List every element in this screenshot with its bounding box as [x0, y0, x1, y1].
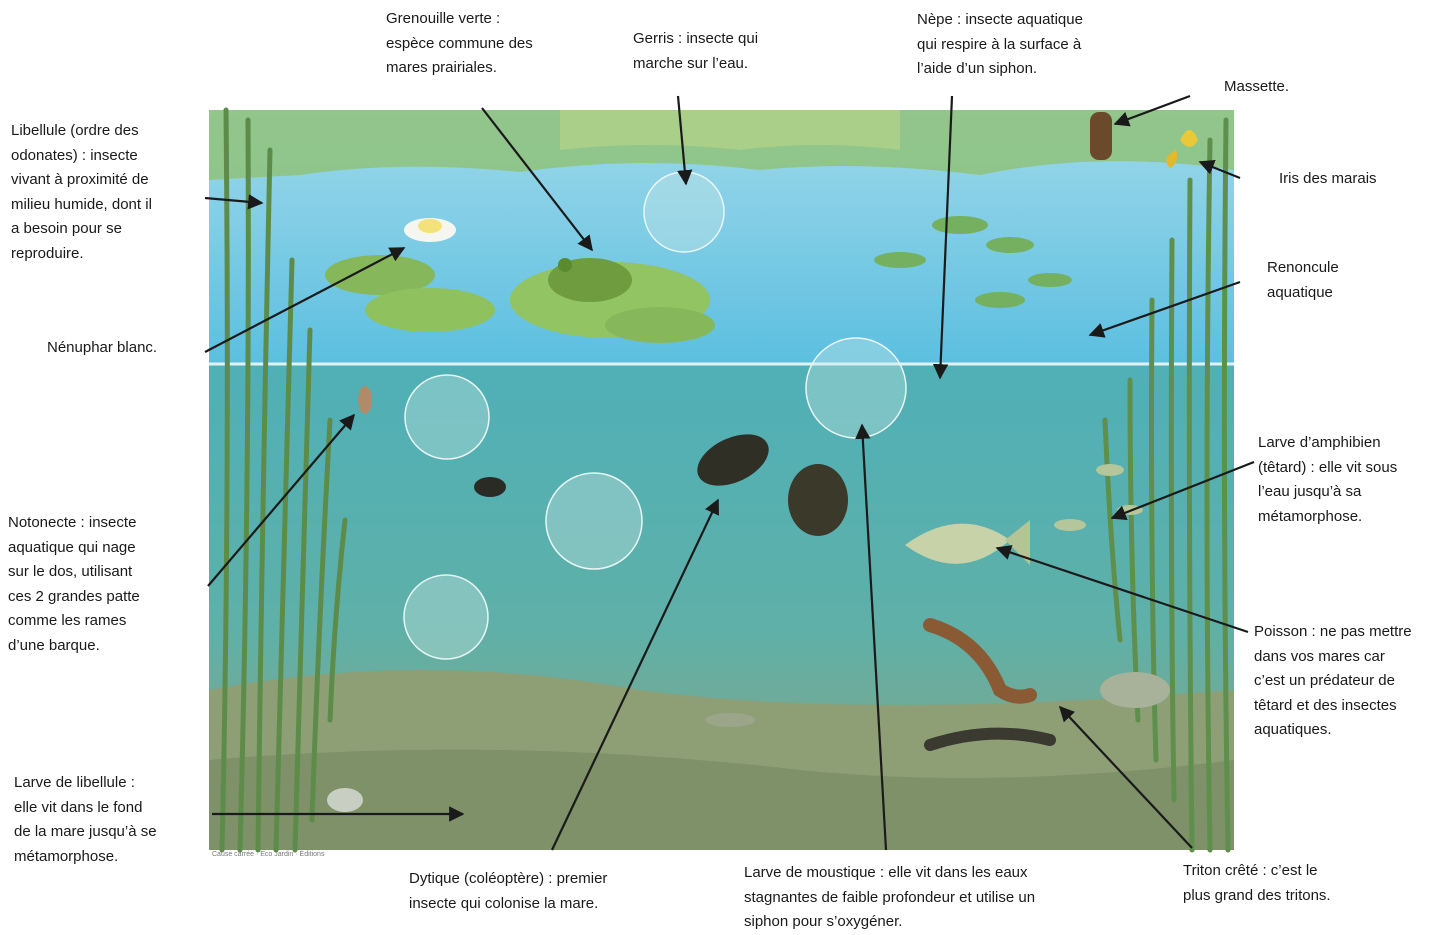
label-massette: Massette. — [1224, 75, 1289, 100]
label-dytique: Dytique (coléoptère) : premierinsecte qu… — [409, 867, 607, 916]
label-renoncule: Renonculeaquatique — [1267, 256, 1339, 305]
label-grenouille-verte: Grenouille verte :espèce commune desmare… — [386, 7, 533, 81]
massette-cattail — [1090, 112, 1112, 160]
label-tetard: Larve d’amphibien(têtard) : elle vit sou… — [1258, 431, 1397, 529]
label-nenuphar: Nénuphar blanc. — [47, 336, 157, 361]
backswimmer — [358, 386, 372, 414]
label-gerris: Gerris : insecte quimarche sur l’eau. — [633, 27, 758, 76]
label-nepe: Nèpe : insecte aquatiquequi respire à la… — [917, 8, 1083, 82]
pond-surface-area — [209, 110, 1234, 364]
label-triton-crete: Triton crêté : c’est leplus grand des tr… — [1183, 859, 1331, 908]
green-frog — [548, 258, 632, 302]
white-water-lily — [404, 218, 456, 242]
label-poisson: Poisson : ne pas mettredans vos mares ca… — [1254, 620, 1412, 743]
label-iris-des-marais: Iris des marais — [1279, 167, 1377, 192]
label-larve-moustique: Larve de moustique : elle vit dans les e… — [744, 861, 1035, 935]
image-credit: Cause carrée · Eco Jardin · Éditions — [212, 851, 324, 858]
label-larve-libellule: Larve de libellule :elle vit dans le fon… — [14, 771, 157, 869]
label-notonecte: Notonecte : insecteaquatique qui nagesur… — [8, 511, 140, 658]
underwater-area — [209, 364, 1234, 850]
label-libellule: Libellule (ordre desodonates) : insectev… — [11, 119, 152, 266]
